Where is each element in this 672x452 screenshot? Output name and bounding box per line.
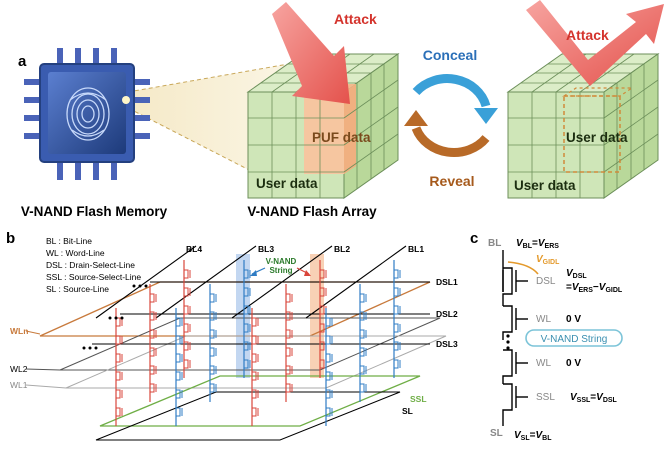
string-column-blue — [236, 254, 250, 378]
user-data-label-left: User data — [256, 176, 318, 191]
wl1-plane — [65, 335, 447, 389]
vnand-string-8 — [251, 308, 259, 426]
vnand-string-label-1: V-NAND — [266, 257, 297, 266]
wl2-label: WL2 — [10, 364, 28, 374]
wln-label: WLn — [10, 326, 28, 336]
legend-dsl: DSL : Drain-Select-Line — [46, 260, 135, 270]
legend-wl: WL : Word-Line — [46, 248, 105, 258]
c-wl-bottom-label: WL — [536, 358, 551, 369]
c-sl-label: SL — [490, 428, 503, 439]
vnand-string-label-2: String — [269, 266, 292, 275]
ssl-plane — [99, 375, 421, 427]
vnand-string-9 — [393, 260, 401, 378]
c-dsl-label: DSL — [536, 276, 556, 287]
panel-c-label: c — [470, 230, 478, 247]
bl1-label: BL1 — [408, 244, 424, 254]
sl-plane — [95, 391, 401, 441]
panel-a-label: a — [18, 53, 27, 70]
schematic-dots — [506, 334, 510, 350]
vnand-string-11 — [325, 308, 333, 426]
dsl1-label: DSL1 — [436, 277, 458, 287]
vnand-strings — [115, 260, 401, 426]
conceal-label: Conceal — [423, 47, 477, 63]
string-pointer-arrows — [250, 267, 311, 276]
vnand-string-7 — [285, 284, 293, 402]
c-vbl: VBL=VERS — [516, 238, 559, 250]
cycle-arrows-icon — [404, 74, 498, 157]
bl2-label: BL2 — [334, 244, 350, 254]
c-vssl: VSSL=VDSL — [570, 392, 618, 404]
user-data-label-right-inner: User data — [566, 130, 628, 145]
c-wl-bottom-v: 0 V — [566, 358, 581, 369]
string-column-orange — [310, 254, 324, 378]
user-data-label-right: User data — [514, 178, 576, 193]
dsl3-label: DSL3 — [436, 339, 458, 349]
c-vdsl: VDSL — [566, 268, 587, 280]
c-bl-label: BL — [488, 238, 501, 249]
attack-bounce-arrow-icon — [526, 0, 664, 86]
legend-bl: BL : Bit-Line — [46, 236, 92, 246]
c-string-label: V-NAND String — [541, 334, 608, 345]
attack-label-right: Attack — [566, 27, 609, 43]
dsl2-label: DSL2 — [436, 309, 458, 319]
fingerprint-icon — [66, 87, 110, 141]
vnand-string-3 — [243, 260, 251, 378]
ssl-label: SSL — [410, 394, 427, 404]
sl-label: SL — [402, 406, 413, 416]
vnand-string-0 — [183, 260, 191, 378]
wl1-label: WL1 — [10, 380, 28, 390]
attack-arrow-icon — [272, 2, 350, 104]
vnand-string-10 — [359, 284, 367, 402]
puf-data-label: PUF data — [312, 130, 371, 145]
vnand-string-pill — [525, 329, 623, 347]
string-schematic — [502, 250, 528, 426]
vnand-string-4 — [209, 284, 217, 402]
reveal-label: Reveal — [429, 173, 474, 189]
vnand-string-1 — [149, 284, 157, 402]
vnand-string-2 — [115, 308, 123, 426]
ellipsis-dots — [82, 284, 148, 350]
legend-sl: SL : Source-Line — [46, 284, 109, 294]
c-vsl: VSL=VBL — [514, 430, 552, 442]
vnand-string-5 — [175, 308, 183, 426]
flash-array-cube-right — [506, 53, 660, 199]
c-gidl: VGIDL — [536, 254, 560, 266]
legend: BL : Bit-Line WL : Word-Line DSL : Drain… — [46, 236, 141, 294]
c-wl-top-label: WL — [536, 314, 551, 325]
panel-b-label: b — [6, 230, 15, 247]
c-vdsl-eq: =VERS−VGIDL — [566, 282, 623, 294]
dsl-lines — [92, 281, 430, 345]
c-ssl-label: SSL — [536, 392, 555, 403]
wl2-plane — [59, 317, 441, 371]
legend-ssl: SSL : Source-Select-Line — [46, 272, 141, 282]
attack-label-left: Attack — [334, 11, 377, 27]
gidl-arc — [507, 261, 539, 275]
bl4-label: BL4 — [186, 244, 202, 254]
bl3-label: BL3 — [258, 244, 274, 254]
c-wl-top-v: 0 V — [566, 314, 581, 325]
array-label: V-NAND Flash Array — [247, 204, 377, 219]
chip-icon — [24, 48, 150, 180]
chip-label: V-NAND Flash Memory — [21, 204, 168, 219]
